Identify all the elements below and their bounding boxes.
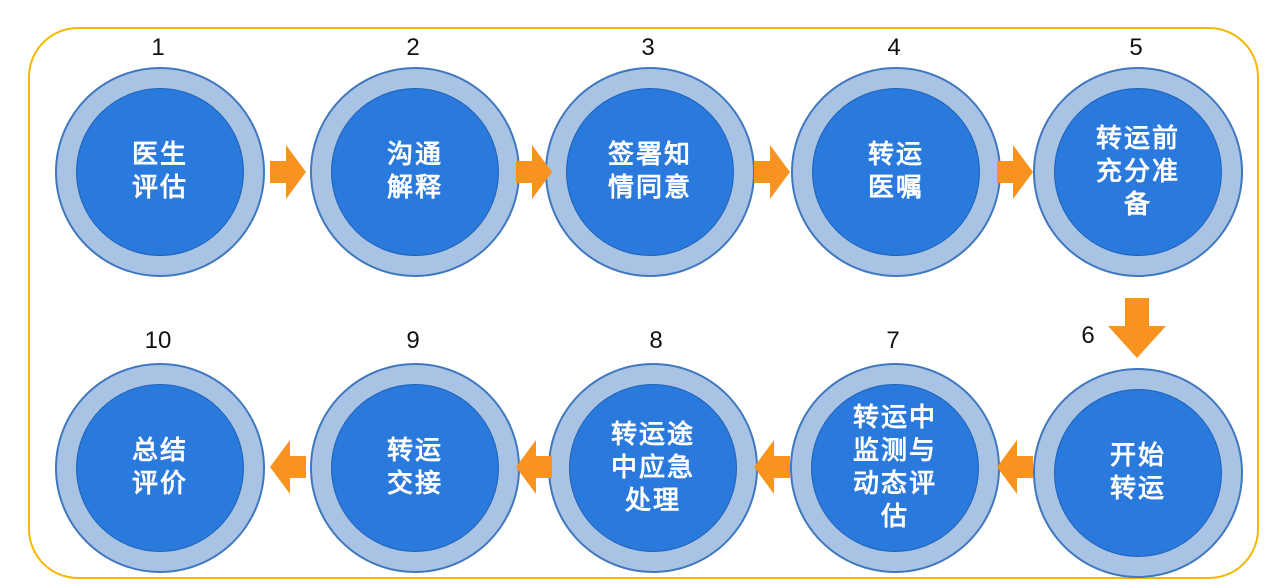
step-7-circle: 转运中 监测与 动态评 估 [811,384,979,552]
step-5-label: 转运前 充分准 备 [1095,123,1180,220]
step-8-label: 转运途 中应急 处理 [610,419,695,516]
step-number-1: 1 [151,34,165,61]
step-7-label: 转运中 监测与 动态评 估 [852,403,937,532]
step-number-2: 2 [406,34,420,61]
step-9-label: 转运 交接 [386,436,443,499]
step-3-label: 签署知 情同意 [607,140,692,203]
step-1-circle: 医生 评估 [76,88,244,256]
arrow-left-icon [270,440,306,494]
step-number-6: 6 [1081,322,1095,349]
step-6: 开始 转运 [1033,368,1243,578]
step-10: 总结 评价 [55,363,265,573]
step-6-circle: 开始 转运 [1054,389,1222,557]
step-number-9: 9 [406,327,420,354]
step-number-8: 8 [649,327,663,354]
step-10-label: 总结 评价 [131,436,188,499]
step-3-circle: 签署知 情同意 [566,88,734,256]
step-3: 签署知 情同意 [545,67,755,277]
arrow-down-icon [1108,298,1166,358]
step-5: 转运前 充分准 备 [1033,67,1243,277]
arrow-right-icon [754,145,790,199]
arrow-left-icon [516,440,552,494]
step-2-circle: 沟通 解释 [331,88,499,256]
step-6-label: 开始 转运 [1109,441,1166,504]
process-frame [28,27,1259,579]
step-number-7: 7 [886,327,900,354]
step-9-circle: 转运 交接 [331,384,499,552]
step-10-circle: 总结 评价 [76,384,244,552]
arrow-left-icon [997,440,1033,494]
step-5-circle: 转运前 充分准 备 [1054,88,1222,256]
arrow-left-icon [754,440,790,494]
step-number-10: 10 [144,327,172,354]
step-4-label: 转运 医嘱 [867,140,924,203]
step-number-4: 4 [887,34,901,61]
arrow-right-icon [997,145,1033,199]
step-8-circle: 转运途 中应急 处理 [569,384,737,552]
arrow-right-icon [516,145,552,199]
step-2: 沟通 解释 [310,67,520,277]
step-9: 转运 交接 [310,363,520,573]
arrow-right-icon [270,145,306,199]
step-number-3: 3 [641,34,655,61]
step-1: 医生 评估 [55,67,265,277]
step-2-label: 沟通 解释 [386,140,443,203]
step-4: 转运 医嘱 [791,67,1001,277]
step-1-label: 医生 评估 [131,140,188,203]
step-8: 转运途 中应急 处理 [548,363,758,573]
step-7: 转运中 监测与 动态评 估 [790,363,1000,573]
step-4-circle: 转运 医嘱 [812,88,980,256]
step-number-5: 5 [1129,34,1143,61]
